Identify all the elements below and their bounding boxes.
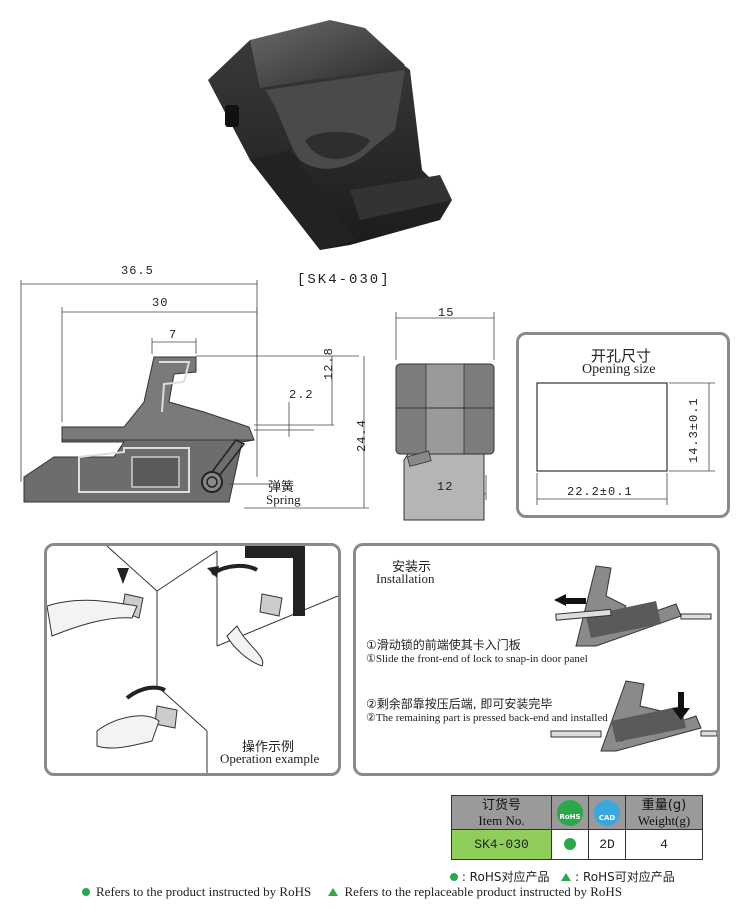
dim-width-7: 7 [169,328,178,342]
cad-header: CAD [588,795,626,830]
rohs-cell [551,829,589,860]
dim-overall-width: 36.5 [121,264,154,278]
installation-panel: 安装示 Installation ①滑动锁的前端使其卡入门板 ①Slide th… [353,543,720,776]
installation-step2-en: ②The remaining part is pressed back-end … [366,712,608,724]
opening-size-title-en: Opening size [582,362,656,377]
operation-illustration [47,546,338,773]
item-no-cell: SK4-030 [451,829,552,860]
opening-size-title-cn: 开孔尺寸 [591,347,652,365]
spring-label-en: Spring [266,492,301,507]
legend-circle-icon [450,873,458,881]
installation-step1-cn: ①滑动锁的前端使其卡入门板 [366,638,521,652]
installation-step1-en: ①Slide the front-end of lock to snap-in … [366,653,588,665]
cad-cell: 2D [588,829,626,860]
opening-height: 14.3±0.1 [687,397,701,463]
end-view-drawing [395,312,495,521]
operation-example-panel: 操作示例 Operation example [44,543,341,776]
profile-drawing [20,280,369,509]
installation-title-en: Installation [376,571,435,586]
dim-side-inner: 12 [437,480,454,494]
opening-width: 22.2±0.1 [567,485,633,499]
cad-icon: CAD [594,799,620,826]
dim-width-30: 30 [152,296,169,310]
rohs-header: RoHS [551,795,589,830]
spec-table: 订货号 Item No. RoHS CAD 重量(g) Weight(g) SK… [451,795,703,860]
legend-circle-cn: : RoHS对应产品 [461,870,550,884]
legend-triangle-icon [561,873,572,881]
legend-triangle-cn: : RoHS可对应产品 [575,870,675,884]
weight-header-cn: 重量(g) [641,797,687,813]
opening-size-panel: 开孔尺寸 Opening size 22.2±0.1 14.3±0.1 [516,332,730,518]
legend-circle-en: Refers to the product instructed by RoHS [96,884,312,899]
model-label: [SK4-030] [297,272,391,288]
item-no-header: 订货号 Item No. [451,795,552,830]
product-photo [208,20,452,250]
legend-en-circle-icon [82,888,90,896]
legend-cn: : RoHS对应产品 : RoHS可对应产品 [450,868,675,885]
opening-size-drawing [536,382,715,505]
dim-height-12-8: 12.8 [322,347,336,380]
item-no-header-en: Item No. [478,812,525,828]
dim-side-width: 15 [438,306,455,320]
operation-title-cn: 操作示例 [242,740,295,755]
weight-cell: 4 [625,829,703,860]
dim-thickness: 2.2 [289,388,314,402]
spring-label-cn: 弹簧 [268,480,295,495]
rohs-icon: RoHS [557,799,583,826]
legend-en: Refers to the product instructed by RoHS… [82,884,622,900]
operation-title-en: Operation example [220,751,320,766]
weight-header: 重量(g) Weight(g) [625,795,703,830]
legend-triangle-en: Refers to the replaceable product instru… [344,884,623,899]
item-no-header-cn: 订货号 [481,797,521,813]
installation-title-cn: 安装示 [392,560,432,575]
rohs-dot-icon [564,838,576,850]
dim-height-24-4: 24.4 [355,419,369,452]
installation-step2-cn: ②剩余部靠按压后端, 即可安装完毕 [366,697,553,711]
weight-header-en: Weight(g) [637,812,691,828]
legend-en-triangle-icon [328,888,339,896]
installation-illustration [550,565,717,752]
